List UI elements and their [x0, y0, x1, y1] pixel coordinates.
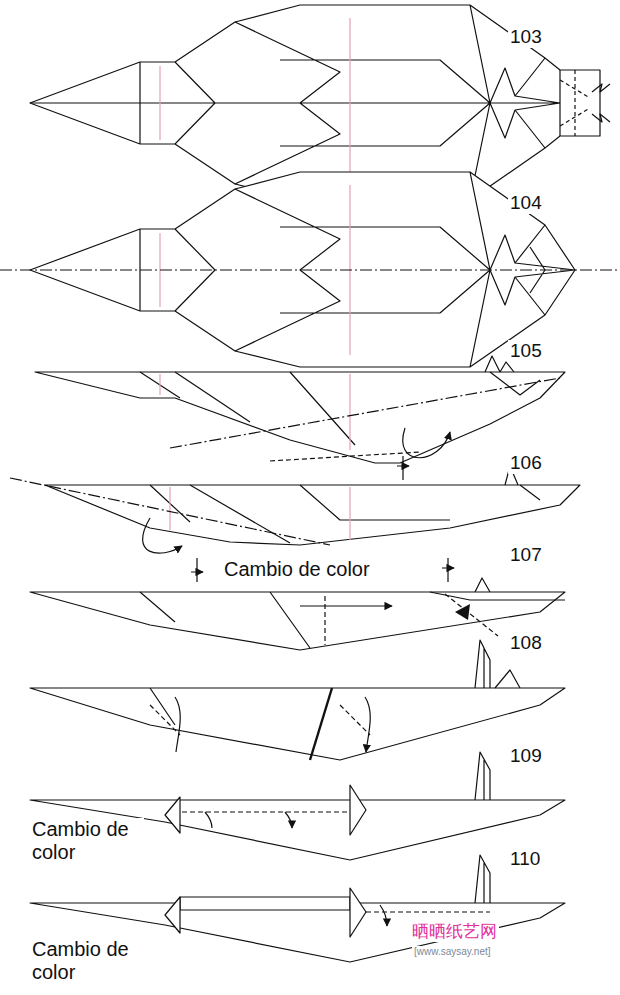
- color-change-note: Cambio de color: [30, 938, 144, 984]
- color-change-note: Cambio de color: [222, 558, 372, 581]
- step-number: 103: [508, 26, 544, 48]
- step-number: 109: [508, 745, 544, 767]
- step-number: 105: [508, 340, 544, 362]
- step-104-figure: [0, 172, 620, 367]
- watermark: 晒晒纸艺网: [410, 922, 499, 942]
- step-108-figure: [30, 640, 565, 760]
- step-number: 104: [508, 192, 544, 214]
- step-number: 110: [508, 848, 542, 870]
- step-number: 106: [508, 452, 544, 474]
- color-change-note: Cambio de color: [30, 818, 144, 864]
- step-103-figure: [30, 5, 610, 200]
- step-number: 108: [508, 632, 544, 654]
- step-107-figure: [30, 578, 565, 650]
- step-105-figure: [35, 356, 565, 480]
- step-number: 107: [508, 544, 544, 566]
- step-106-figure: [10, 466, 580, 582]
- watermark-url: [www.saysay.net]: [412, 946, 493, 958]
